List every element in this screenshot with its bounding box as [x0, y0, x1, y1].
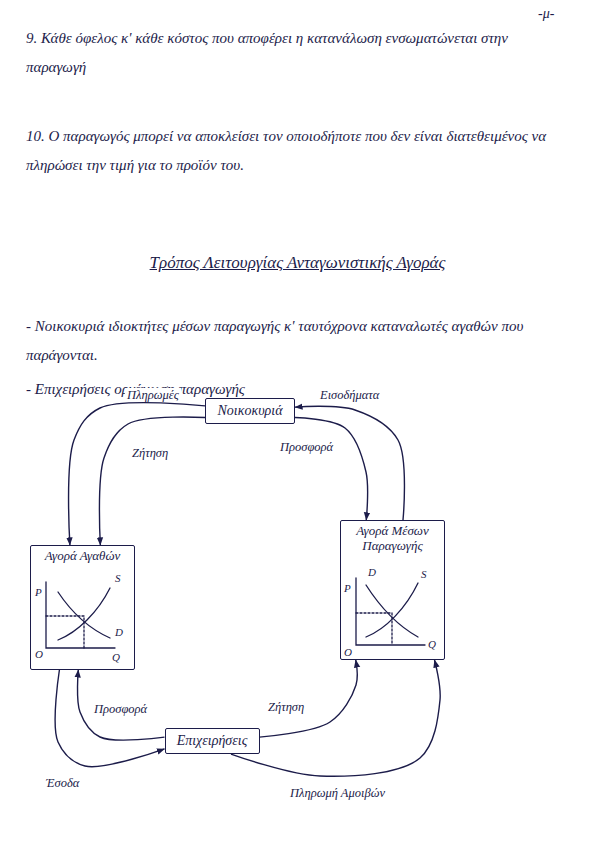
flow-arrow — [78, 670, 165, 740]
note-line: 9. Κάθε όφελος κ' κάθε κόστος που αποφέρ… — [26, 24, 571, 81]
axis-letter: Q — [428, 638, 436, 651]
flow-label: Εισοδήματα — [318, 388, 381, 402]
axis-letter: P — [344, 582, 351, 595]
equilibrium-guide — [46, 616, 84, 648]
flow-arrow — [99, 417, 205, 545]
flow-label: Ζήτηση — [130, 446, 170, 460]
flow-arrow — [69, 403, 205, 545]
box-label: Επιχειρήσεις — [176, 733, 249, 749]
page-heading: Τρόπος Λειτουργίας Ανταγωνιστικής Αγοράς — [0, 252, 595, 274]
graph-axes — [46, 582, 115, 648]
note-line: 10. Ο παραγωγός μπορεί να αποκλείσει τον… — [26, 122, 571, 179]
sector-box: Νοικοκυριά — [205, 398, 295, 424]
market-box: Αγορά Μέσων Παραγωγής — [340, 520, 445, 660]
flow-label: Έσοδα — [44, 776, 81, 790]
flow-label: Προσφορά — [92, 702, 149, 716]
page-number: -μ- — [538, 6, 554, 22]
curve-letter: D — [368, 566, 376, 579]
axis-letter: O — [35, 648, 43, 661]
flow-arrow — [295, 418, 368, 520]
curve-letter: S — [115, 572, 121, 585]
axis-letter: O — [344, 646, 352, 659]
axis-letter: P — [35, 586, 42, 599]
sector-box: Επιχειρήσεις — [165, 728, 260, 754]
flow-arrow — [231, 660, 440, 776]
flow-label: Πληρωμές — [125, 388, 181, 402]
flow-arrow — [295, 406, 404, 520]
graph-axes — [356, 578, 425, 645]
flow-label: Προσφορά — [278, 440, 335, 454]
market-box: Αγορά Αγαθών — [30, 545, 135, 670]
flow-label: Πληρωμή Αμοιβών — [288, 786, 387, 800]
equilibrium-guide — [356, 613, 392, 645]
curve-letter: S — [421, 568, 427, 581]
curve-letter: D — [115, 626, 123, 639]
box-label: Αγορά Αγαθών — [35, 549, 130, 564]
box-label: Νοικοκυριά — [216, 403, 284, 419]
axis-letter: Q — [112, 651, 120, 664]
bullet-note: - Επιχειρήσεις οργάνωση παραγωγής — [26, 375, 571, 404]
flow-label: Ζήτηση — [266, 700, 306, 714]
flow-arrow — [260, 660, 358, 737]
bullet-note: - Νοικοκυριά ιδιοκτήτες μέσων παραγωγής … — [26, 312, 571, 369]
box-label: Αγορά Μέσων Παραγωγής — [345, 524, 440, 554]
flow-arrow — [55, 670, 164, 767]
